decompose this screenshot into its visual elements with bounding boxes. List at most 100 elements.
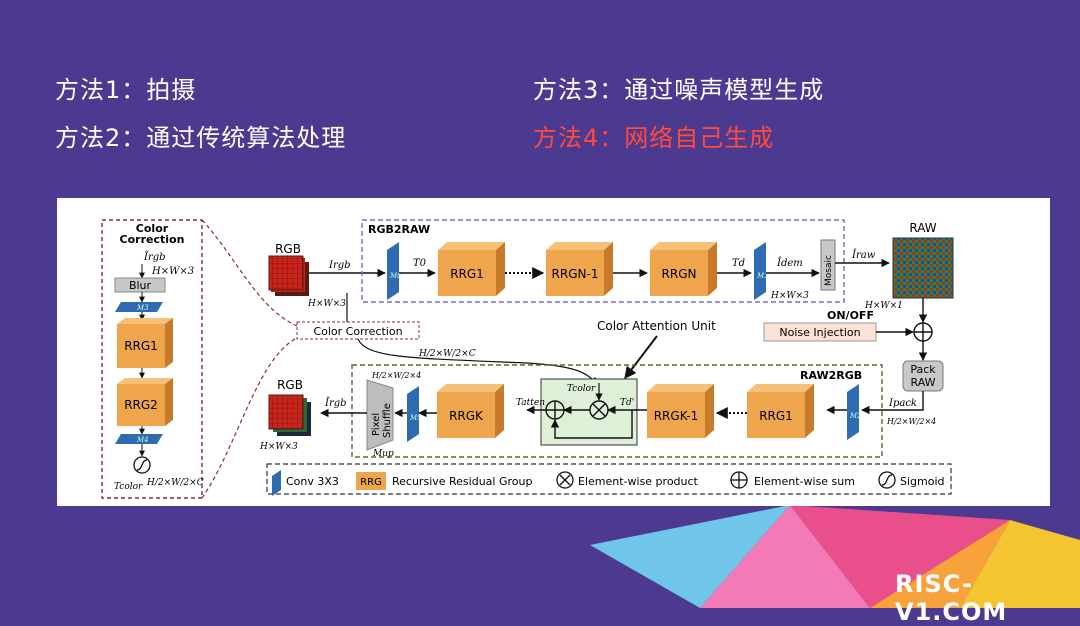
raw2rgb-box [351, 364, 883, 458]
method-2-label: 方法2：通过传统算法处理 [55, 124, 347, 152]
cau-label: Color Attention Unit [597, 319, 716, 333]
cc-rrg2-label: RRG2 [124, 398, 158, 412]
color-correction-label: Color Correction [313, 325, 402, 338]
legend-rrg: Recursive Residual Group [392, 475, 532, 488]
raw-image [892, 237, 954, 299]
t0-label: T0 [413, 258, 427, 269]
cc-dim2-label: H/2×W/2×C [146, 478, 204, 488]
method-4-label: 方法4：网络自己生成 [533, 124, 775, 152]
legend: Conv 3X3 RRG Recursive Residual Group El… [266, 463, 952, 496]
conv-legend-icon [272, 470, 281, 496]
mosaic-label: Mosaic [824, 255, 834, 286]
m0-conv [387, 242, 399, 300]
pack-label-1: Pack [910, 363, 936, 376]
raw-label: RAW [909, 221, 936, 235]
legend-rrg-tag: RRG [360, 477, 382, 488]
rgb2raw-label: RGB2RAW [368, 223, 430, 236]
irgb-out-label: Îrgb [324, 397, 347, 409]
network-diagram: Color Correction Ĩrgb H×W×3 Blur M3 RRG1… [101, 219, 954, 499]
legend-prod: Element-wise product [578, 475, 699, 488]
rrgk-label: RRGK [449, 409, 484, 423]
mup-label: Mup [372, 449, 394, 459]
m5-label: M5 [409, 414, 422, 422]
diagram-panel: Color Correction Ĩrgb H×W×3 Blur M3 RRG1… [57, 198, 1050, 506]
cc-m4-conv [115, 434, 163, 444]
rrgn-label: RRGN [662, 267, 697, 281]
cc-m3-conv [115, 302, 163, 312]
irgb-label: Irgb [328, 260, 351, 271]
rgb2raw-box [361, 219, 845, 303]
noise-label: Noise Injection [779, 326, 860, 339]
cc-rrg1-block: RRG1 [117, 318, 173, 368]
dim4-label: H/2×W/2×4 [371, 371, 421, 380]
legend-sum: Element-wise sum [754, 475, 855, 488]
rgb-out-label: RGB [277, 378, 303, 392]
color-correction-panel: Color Correction Ĩrgb H×W×3 Blur M3 RRG1… [101, 219, 204, 499]
output-rgb-image: RGB H×W×3 [259, 378, 311, 452]
raw2rgb-label: RAW2RGB [800, 369, 862, 382]
rrgn-block: RRGN [650, 242, 717, 296]
dim-hw3-label: H×W×3 [770, 291, 809, 301]
zoom-connector-top [201, 219, 298, 327]
m0-label: M0 [389, 272, 402, 280]
dim-c-label: H/2×W/2×C [418, 349, 476, 359]
rrgn1-block: RRGN-1 [546, 242, 613, 296]
pixel-label-2: Shuffle [382, 403, 393, 438]
method-3-label: 方法3：通过噪声模型生成 [533, 76, 825, 104]
tatten-label: Tatten [516, 398, 545, 408]
rrgn1-label: RRGN-1 [552, 267, 599, 281]
rrgk1-block: RRGK-1 [647, 384, 714, 438]
ipack-dim-label: H/2×W/2×4 [886, 417, 936, 426]
tdp-label: Td' [620, 398, 634, 408]
color-attention-unit-box [540, 378, 638, 446]
tcolor-label: Tcolor [567, 384, 596, 394]
raw-dim-label: H×W×1 [864, 301, 903, 311]
rrg1-label: RRG1 [450, 267, 484, 281]
cc-rrg2-block: RRG2 [117, 378, 173, 426]
iraw-label: Îraw [851, 249, 876, 261]
td-label: Td [732, 258, 745, 269]
rgb-in-dim: H×W×3 [307, 299, 346, 309]
pack-label-2: RAW [911, 376, 936, 389]
cc-m3-label: M3 [136, 304, 149, 312]
cc-irgb-label: Ĩrgb [143, 251, 166, 263]
m5-conv [407, 386, 419, 442]
pixel-label-1: Pixel [371, 413, 382, 436]
pixel-shuffle-block [366, 379, 394, 451]
legend-conv: Conv 3X3 [286, 475, 339, 488]
sigmoid-icon [133, 456, 151, 474]
rrgk-block: RRGK [437, 384, 504, 438]
rrgk1-label: RRGK-1 [654, 409, 699, 423]
input-rgb-image: RGB H×W×3 [268, 242, 346, 309]
onoff-label: ON/OFF [827, 309, 874, 322]
decorative-triangles [590, 505, 1080, 608]
rrg-legend-icon [356, 472, 386, 490]
rgb-in-label: RGB [275, 242, 301, 256]
idem-label: Îdem [776, 257, 803, 269]
cc-rrg1-label: RRG1 [124, 339, 158, 353]
cc-title-1: Color [136, 222, 169, 235]
zoom-connector-bottom [201, 337, 298, 499]
m1-label: M1 [756, 272, 769, 280]
m2-label: M2 [849, 412, 862, 420]
cc-dim-label: H×W×3 [151, 266, 194, 277]
m1-conv [754, 242, 766, 300]
m2-conv [847, 384, 859, 440]
sigmoid-legend-icon [878, 471, 896, 489]
blur-block [114, 277, 166, 293]
product-legend-icon [556, 471, 574, 489]
blur-label: Blur [129, 279, 152, 292]
cc-title-2: Correction [120, 233, 185, 246]
rgb-out-dim: H×W×3 [259, 442, 298, 452]
rrg1-block: RRG1 [438, 242, 505, 296]
legend-sig: Sigmoid [900, 475, 945, 488]
method-1-label: 方法1：拍摄 [55, 76, 197, 104]
cc-m4-label: M4 [136, 436, 149, 444]
cc-tcolor-label: Tcolor [114, 482, 143, 492]
mosaic-block [820, 239, 836, 291]
ipack-label: Ipack [888, 398, 917, 409]
legend-box [266, 463, 952, 495]
rrg1b-block: RRG1 [747, 384, 814, 438]
watermark: RISC-V1.COM [895, 570, 1008, 626]
rrg1b-label: RRG1 [759, 409, 793, 423]
